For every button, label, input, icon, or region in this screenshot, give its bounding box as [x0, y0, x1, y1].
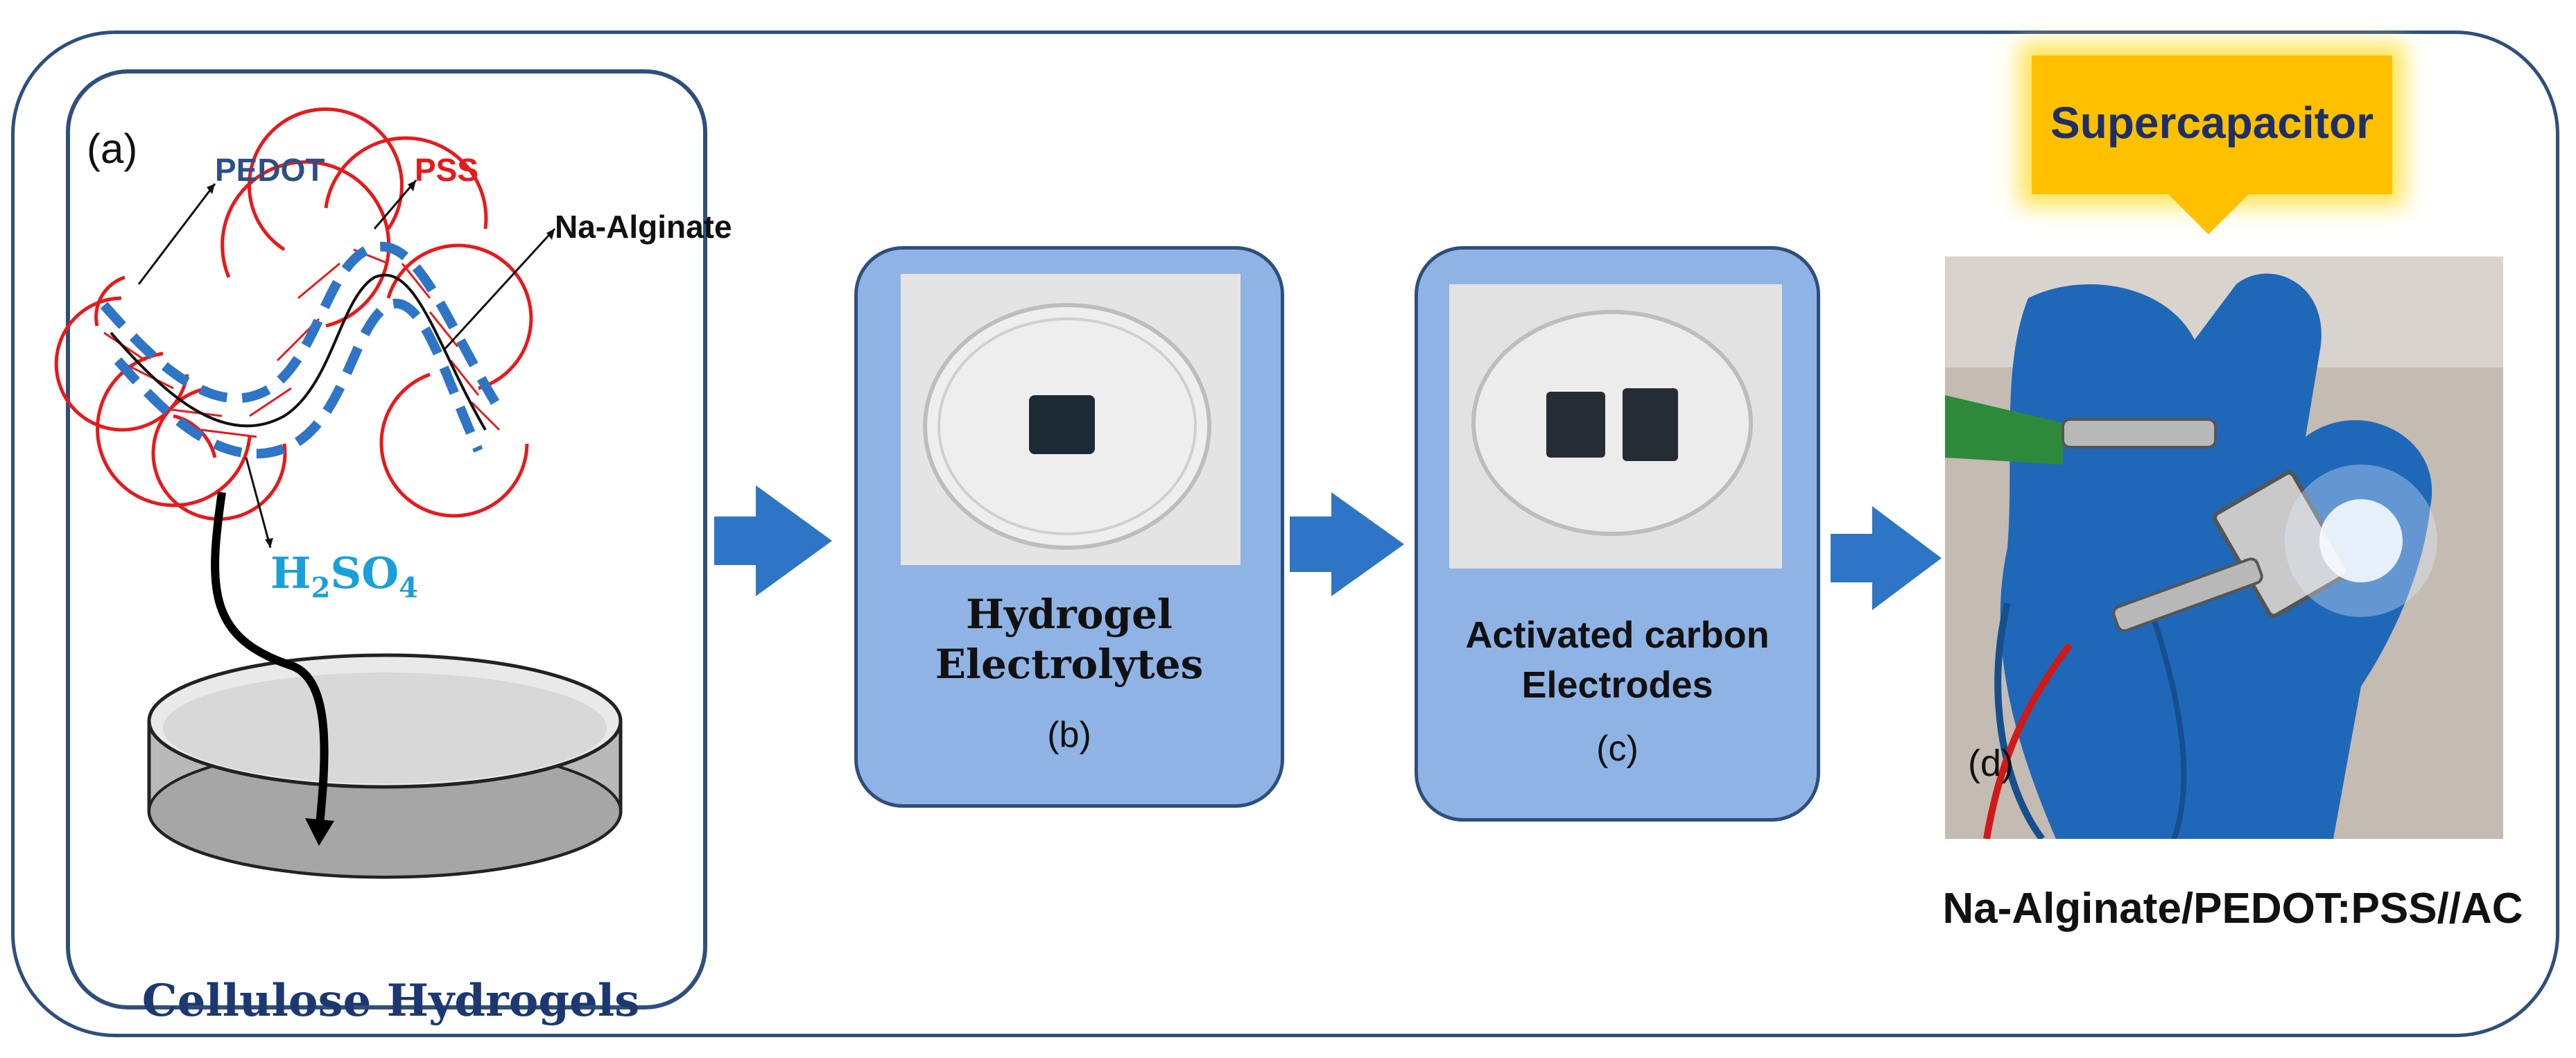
- panel-b-hydrogel-electrolytes: Hydrogel Electrolytes (b): [854, 246, 1284, 808]
- pedot-chain-lower: [114, 298, 483, 459]
- hydrogel-photo: [901, 274, 1241, 565]
- acid-pointer: [245, 457, 272, 548]
- panel-b-title-line2: Electrolytes: [935, 641, 1204, 688]
- panel-c-title-line1: Activated carbon: [1465, 614, 1770, 656]
- banner-text: Supercapacitor: [2050, 98, 2374, 148]
- pss-coils: [54, 107, 533, 521]
- process-arrow: [211, 492, 329, 833]
- panel-b-title: Hydrogel Electrolytes: [858, 589, 1281, 689]
- panel-b-tag: (b): [1047, 715, 1091, 755]
- panel-c-title: Activated carbon Electrodes: [1418, 610, 1817, 710]
- electrodes-photo: [1449, 284, 1782, 569]
- panel-b-title-line1: Hydrogel: [966, 591, 1173, 638]
- alginate-pointer: [442, 227, 556, 352]
- alginate-chain: [110, 273, 487, 431]
- panel-c-title-line2: Electrodes: [1521, 664, 1713, 706]
- pedot-label: PEDOT: [215, 152, 325, 188]
- panel-d-tag: (d): [1968, 743, 2014, 784]
- pedot-pointer: [137, 183, 216, 285]
- petri-dish-icon: [147, 653, 623, 879]
- arrow-a-to-b: [714, 485, 832, 596]
- panel-a-label: (a): [87, 125, 138, 172]
- supercapacitor-banner: Supercapacitor: [2032, 55, 2392, 194]
- pedot-chain-upper: [100, 241, 503, 412]
- arrow-c-to-d: [1831, 506, 1942, 610]
- panel-c-tag: (c): [1596, 729, 1639, 769]
- pss-label: PSS: [415, 152, 479, 188]
- outer-frame: [11, 31, 2559, 1037]
- pss-pointer: [373, 180, 417, 229]
- h2so4-label: H2SO4: [270, 548, 419, 605]
- arrow-b-to-c: [1290, 492, 1404, 596]
- panel-d-caption: Na-Alginate/PEDOT:PSS//AC: [1942, 885, 2523, 933]
- panel-c-activated-carbon-electrodes: Activated carbon Electrodes (c): [1415, 246, 1820, 822]
- banner-pointer: [2167, 193, 2250, 234]
- na-alginate-label: Na-Alginate: [555, 209, 732, 245]
- panel-a-title: Cellulose Hydrogels: [141, 975, 640, 1027]
- supercapacitor-photo: [1945, 257, 2503, 839]
